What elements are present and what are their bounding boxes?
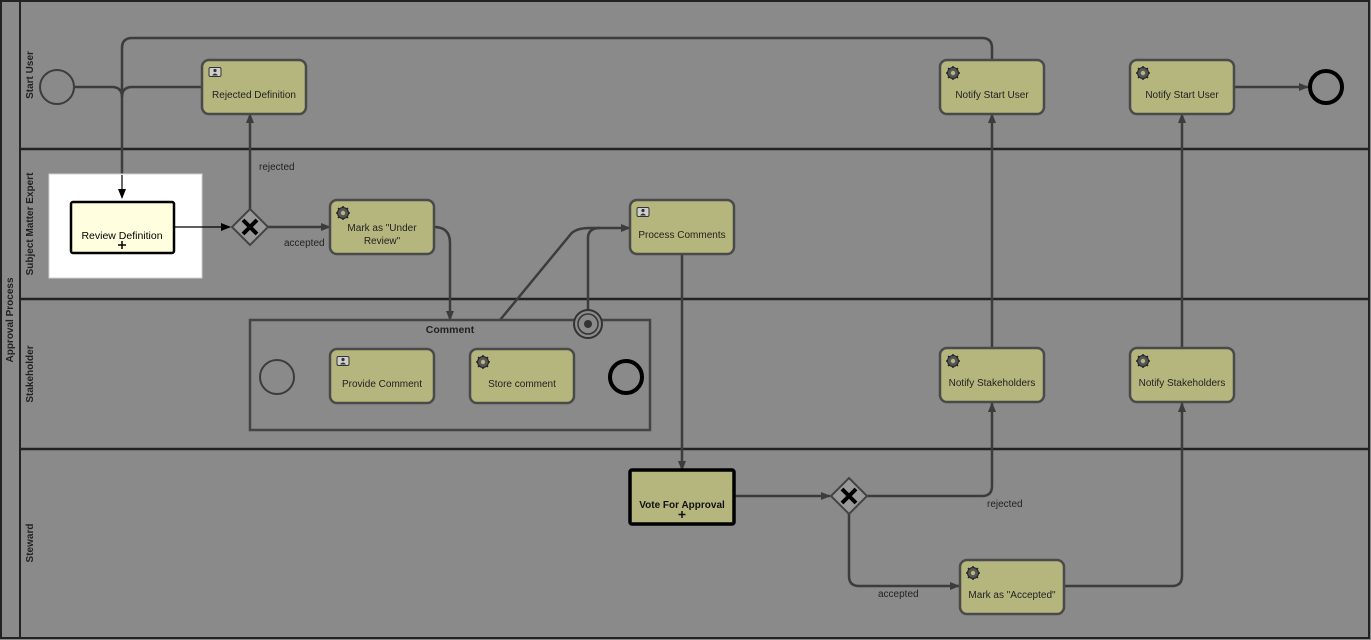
exclusive-gateway-x-icon[interactable] xyxy=(829,476,869,516)
plus-icon xyxy=(118,241,126,249)
svg-text:Rejected Definition: Rejected Definition xyxy=(212,90,296,101)
lane-label-stakeholder: Stakeholder xyxy=(25,345,36,402)
task-notify-stakeholders-1[interactable]: Notify Stakeholders xyxy=(938,346,1046,404)
gear-icon xyxy=(335,205,351,221)
svg-text:Notify Start User: Notify Start User xyxy=(1145,90,1219,101)
gear-icon xyxy=(945,65,961,81)
start-event-icon[interactable] xyxy=(39,69,75,105)
task-process-comments[interactable]: Process Comments xyxy=(628,198,736,256)
flow-label-rejected: rejected xyxy=(259,162,295,173)
sub-start-event-icon[interactable] xyxy=(259,359,295,395)
svg-text:Notify Start User: Notify Start User xyxy=(955,90,1029,101)
user-task-icon xyxy=(336,356,350,366)
flow-to-rejected-def[interactable] xyxy=(120,85,202,98)
plus-icon xyxy=(678,511,686,518)
pool-label: Approval Process xyxy=(5,277,16,362)
svg-text:Mark as "Accepted": Mark as "Accepted" xyxy=(968,590,1056,601)
task-notify-start-user-1[interactable]: Notify Start User xyxy=(938,58,1046,116)
subprocess-title: Comment xyxy=(426,324,475,336)
flow-to-comment[interactable] xyxy=(433,225,454,321)
task-vote-for-approval[interactable]: Vote For Approval xyxy=(628,468,736,526)
intermediate-event-icon[interactable] xyxy=(573,309,603,339)
lane-label-sme: Subject Matter Expert xyxy=(25,172,36,275)
task-mark-under-review[interactable]: Mark as "Under Review" xyxy=(328,198,436,256)
task-notify-stakeholders-2[interactable]: Notify Stakeholders xyxy=(1128,346,1236,404)
flow-label-accepted: accepted xyxy=(878,589,919,600)
gear-icon xyxy=(965,565,981,581)
exclusive-gateway-x-icon[interactable] xyxy=(230,207,270,247)
user-task-icon xyxy=(636,207,650,217)
svg-text:Review": Review" xyxy=(364,236,401,247)
flow-comment-to-process[interactable] xyxy=(499,224,631,321)
svg-text:Review Definition: Review Definition xyxy=(81,230,162,242)
task-mark-accepted[interactable]: Mark as "Accepted" xyxy=(958,558,1066,616)
task-provide-comment[interactable]: Provide Comment xyxy=(328,347,436,405)
subprocess-comment[interactable]: Comment xyxy=(248,318,652,432)
svg-text:Store comment: Store comment xyxy=(488,379,556,390)
svg-text:Provide Comment: Provide Comment xyxy=(342,379,422,390)
svg-text:Notify Stakeholders: Notify Stakeholders xyxy=(949,378,1036,389)
task-store-comment[interactable]: Store comment xyxy=(468,347,576,405)
gear-icon xyxy=(1135,65,1151,81)
flow-label-accepted: accepted xyxy=(284,238,325,249)
user-task-icon xyxy=(208,67,222,77)
flow-label-rejected: rejected xyxy=(987,499,1023,510)
svg-text:Mark as "Under: Mark as "Under xyxy=(347,223,417,234)
lane-label-steward: Steward xyxy=(25,524,36,563)
sub-end-event-icon[interactable] xyxy=(608,359,644,395)
svg-text:Process Comments: Process Comments xyxy=(638,230,725,241)
task-notify-start-user-2[interactable]: Notify Start User xyxy=(1128,58,1236,116)
flow-gateway-accepted-2[interactable] xyxy=(847,514,960,590)
flow-accepted-to-notify[interactable] xyxy=(1064,402,1186,588)
flow-loop-top[interactable] xyxy=(120,36,994,95)
lane-label-start-user: Start User xyxy=(25,51,36,99)
svg-text:Notify Stakeholders: Notify Stakeholders xyxy=(1139,378,1226,389)
gear-icon xyxy=(1135,353,1151,369)
flow-event-to-process[interactable] xyxy=(586,226,601,312)
flow-gateway-rejected-2[interactable] xyxy=(866,402,996,498)
svg-text:Vote For Approval: Vote For Approval xyxy=(639,500,725,511)
task-review-definition[interactable]: Review Definition xyxy=(69,200,176,255)
gear-icon xyxy=(945,353,961,369)
end-event-icon[interactable] xyxy=(1308,69,1344,105)
task-rejected-definition[interactable]: Rejected Definition xyxy=(200,58,308,116)
gear-icon xyxy=(475,354,491,370)
